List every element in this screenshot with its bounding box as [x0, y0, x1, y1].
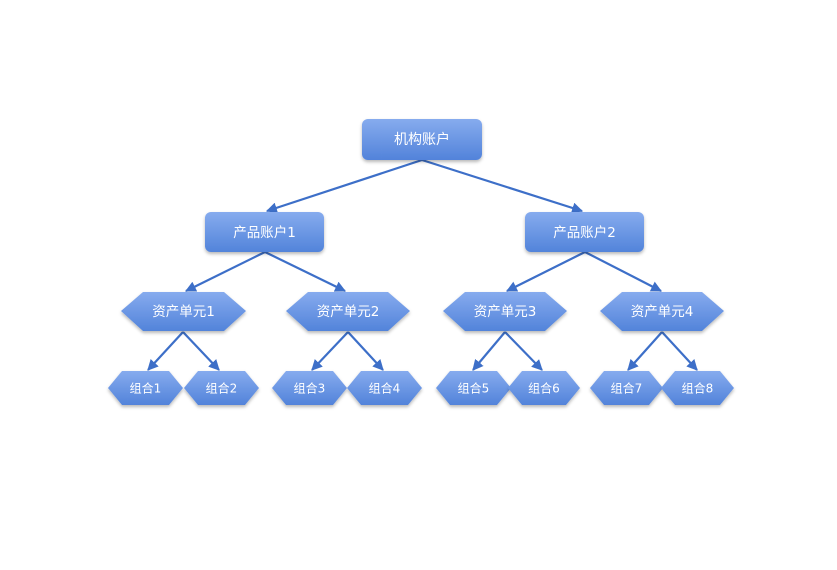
edge-unit4-group8 [661, 331, 698, 371]
node-root-label: 机构账户 [394, 131, 450, 148]
node-group-8-label: 组合8 [682, 381, 714, 396]
edge-root-product1 [265, 158, 423, 214]
node-product-1: 产品账户1 [205, 212, 324, 252]
edge-unit2-group4 [347, 331, 384, 371]
node-group-3: 组合3 [272, 371, 347, 405]
edge-unit3-group6 [504, 331, 543, 371]
edge-unit4-group7 [627, 331, 663, 371]
node-unit-2: 资产单元2 [286, 292, 410, 331]
node-unit-3-label: 资产单元3 [474, 304, 537, 320]
node-group-6: 组合6 [508, 371, 580, 405]
edge-product2-unit3 [506, 251, 586, 292]
node-group-4: 组合4 [347, 371, 422, 405]
node-group-1-label: 组合1 [130, 381, 162, 396]
node-root: 机构账户 [362, 119, 482, 160]
edge-unit1-group2 [182, 331, 220, 371]
edge-unit2-group3 [311, 331, 349, 371]
node-group-2: 组合2 [184, 371, 259, 405]
edge-product1-unit1 [185, 251, 266, 292]
node-group-4-label: 组合4 [369, 381, 401, 396]
node-product-2-label: 产品账户2 [553, 224, 616, 241]
node-unit-3: 资产单元3 [443, 292, 567, 331]
node-group-6-label: 组合6 [528, 381, 560, 396]
node-unit-1: 资产单元1 [121, 292, 246, 331]
edge-product2-unit4 [584, 251, 662, 292]
node-group-7: 组合7 [590, 371, 663, 405]
edge-unit1-group1 [147, 331, 184, 371]
node-group-5-label: 组合5 [458, 381, 490, 396]
node-group-3-label: 组合3 [294, 381, 326, 396]
node-group-5: 组合5 [436, 371, 511, 405]
node-group-7-label: 组合7 [611, 381, 643, 396]
edge-unit3-group5 [472, 331, 506, 371]
node-product-2: 产品账户2 [525, 212, 644, 252]
node-unit-1-label: 资产单元1 [152, 304, 215, 320]
node-unit-2-label: 资产单元2 [317, 304, 380, 320]
node-unit-4: 资产单元4 [600, 292, 724, 331]
edge-product1-unit2 [264, 251, 346, 292]
edge-root-product2 [421, 158, 584, 214]
node-group-8: 组合8 [661, 371, 734, 405]
connector-lines [147, 158, 698, 371]
node-group-2-label: 组合2 [206, 381, 238, 396]
node-group-1: 组合1 [108, 371, 183, 405]
node-product-1-label: 产品账户1 [233, 224, 296, 241]
node-unit-4-label: 资产单元4 [631, 304, 694, 320]
